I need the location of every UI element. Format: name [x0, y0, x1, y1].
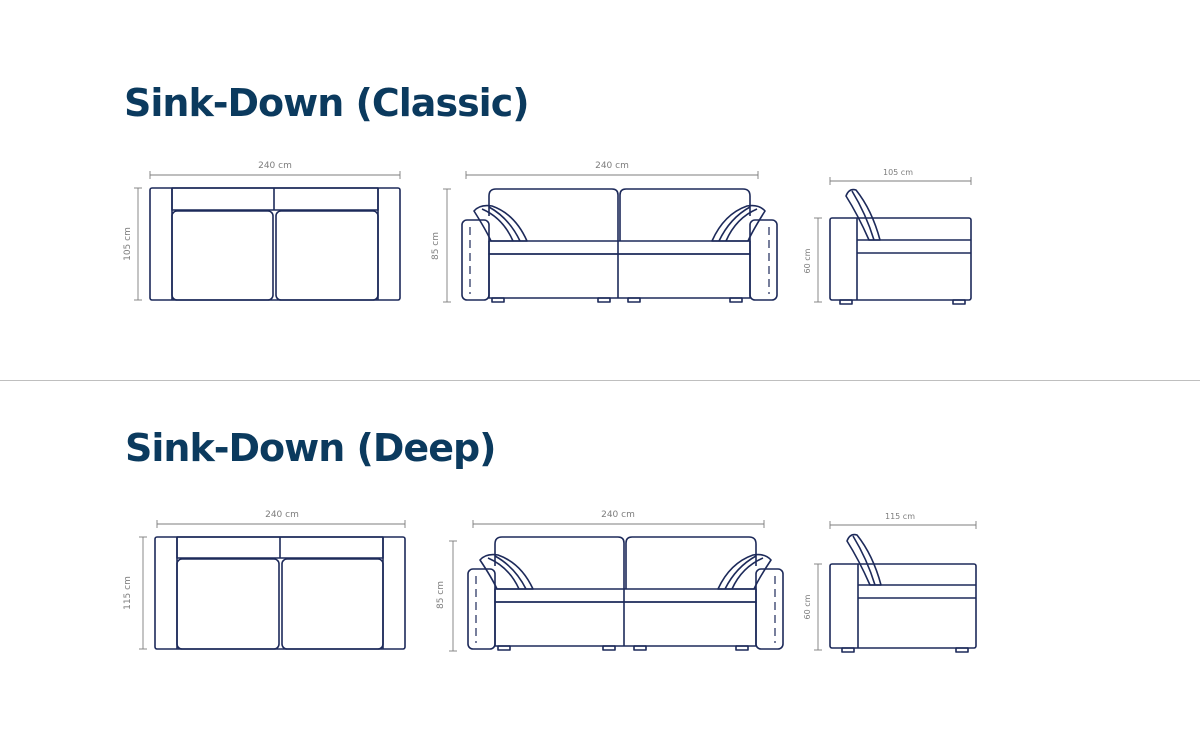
deep-top-view — [154, 536, 406, 650]
classic-front-width-dimension — [465, 171, 759, 179]
deep-side-height-dimension — [814, 563, 822, 651]
classic-top-width-dimension — [149, 171, 401, 179]
deep-front-armrest-seams — [475, 576, 776, 643]
section-divider — [0, 380, 1200, 381]
section-title-deep: Sink-Down (Deep) — [125, 426, 497, 470]
deep-front-width-dimension — [472, 520, 765, 528]
deep-section-drawings: 240 cm 115 cm — [123, 510, 977, 653]
deep-front-height-dimension — [449, 540, 457, 652]
deep-side-height-label: 60 cm — [803, 594, 812, 619]
deep-top-width-dimension — [156, 520, 406, 528]
deep-front-height-label: 85 cm — [436, 581, 446, 609]
classic-side-view — [829, 188, 972, 305]
classic-front-height-dimension — [443, 188, 451, 303]
deep-side-view — [829, 533, 977, 653]
classic-front-height-label: 85 cm — [431, 232, 441, 260]
classic-top-depth-label: 105 cm — [123, 227, 133, 261]
classic-side-height-dimension — [814, 217, 822, 303]
classic-top-width-label: 240 cm — [258, 161, 292, 171]
deep-top-width-label: 240 cm — [265, 510, 299, 520]
classic-front-armrest-seams — [469, 227, 770, 294]
deep-side-depth-label: 115 cm — [885, 512, 915, 521]
classic-front-view — [461, 188, 778, 303]
classic-side-height-label: 60 cm — [803, 248, 812, 273]
deep-top-depth-dimension — [139, 536, 147, 650]
classic-side-depth-label: 105 cm — [883, 168, 913, 177]
section-title-classic: Sink-Down (Classic) — [124, 81, 530, 125]
deep-side-depth-dimension — [829, 521, 977, 529]
classic-top-view — [149, 187, 401, 301]
deep-top-depth-label: 115 cm — [123, 576, 133, 610]
classic-section-drawings: 240 cm 105 cm — [123, 161, 972, 305]
classic-front-width-label: 240 cm — [595, 161, 629, 171]
classic-side-depth-dimension — [829, 177, 972, 185]
deep-front-view — [467, 536, 784, 651]
classic-top-depth-dimension — [134, 187, 142, 301]
deep-front-width-label: 240 cm — [601, 510, 635, 520]
